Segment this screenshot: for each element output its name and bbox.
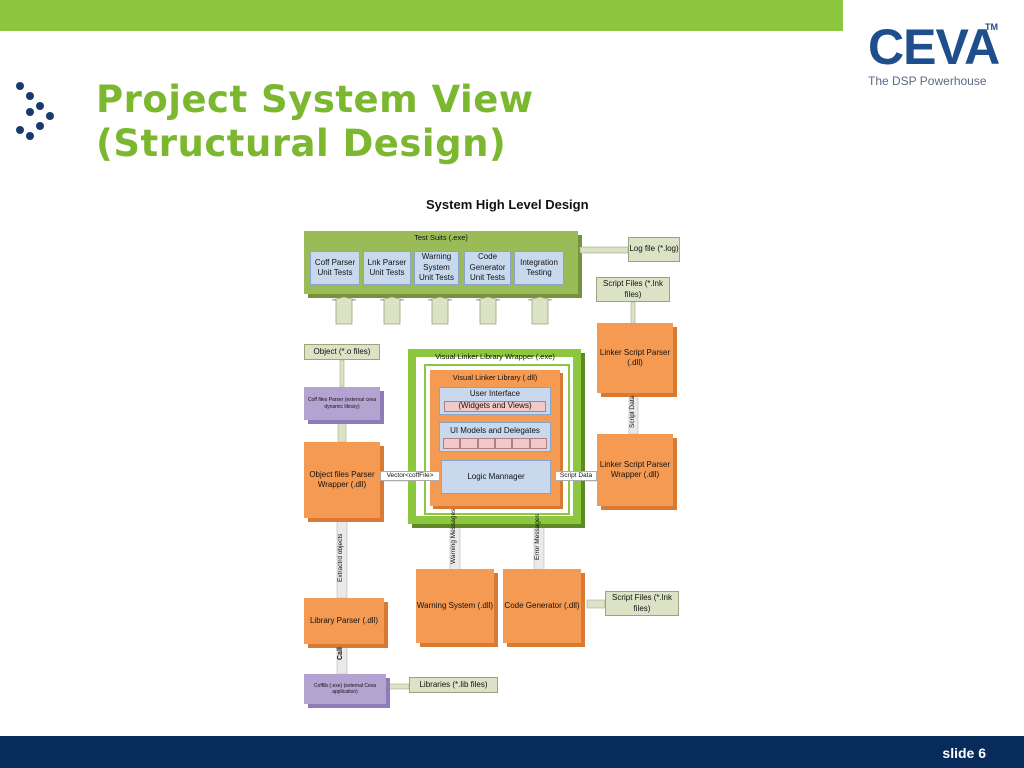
ui-models-box: UI Models and Delegates bbox=[439, 422, 551, 452]
libraries-box: Libraries (*.lib files) bbox=[409, 677, 498, 693]
title-line-2: (Structural Design) bbox=[96, 122, 507, 165]
arrow-to-log-file bbox=[579, 246, 629, 254]
script-files-bottom-box: Script Files (*.lnk files) bbox=[605, 591, 679, 616]
linker-script-parser-box: Linker Script Parser (.dll) bbox=[597, 323, 673, 393]
test-suits-container: Test Suits (.exe) Coff Parser Unit Tests… bbox=[304, 231, 578, 294]
user-interface-label: User Interface bbox=[469, 389, 521, 399]
logo-tagline: The DSP Powerhouse bbox=[868, 74, 987, 88]
logic-manager-box: Logic Mannager bbox=[441, 460, 551, 494]
up-arrows bbox=[331, 296, 553, 325]
logo-trademark: TM bbox=[985, 22, 998, 32]
code-generator-box: Code Generator (.dll) bbox=[503, 569, 581, 643]
call-label: Call bbox=[337, 647, 344, 660]
test-suits-label: Test Suits (.exe) bbox=[414, 232, 468, 242]
title-line-1: Project System View bbox=[96, 78, 534, 121]
coff-parser-tests-box: Coff Parser Unit Tests bbox=[310, 251, 360, 285]
object-files-parser-wrapper-box: Object files Parser Wrapper (.dll) bbox=[304, 442, 380, 518]
cofflib-box: Cofflib (.exe) (external Ceva applicatio… bbox=[304, 674, 386, 704]
slide-number: slide 6 bbox=[942, 745, 986, 761]
vector-label: Vector<coffFile> bbox=[380, 471, 440, 481]
error-messages-label: Error Messages bbox=[534, 514, 541, 560]
visual-linker-wrapper-label: Visual Linker Library Wrapper (.exe) bbox=[435, 351, 555, 361]
script-files-top-box: Script Files (*.lnk files) bbox=[596, 277, 670, 302]
ui-models-label: UI Models and Delegates bbox=[450, 426, 540, 436]
coff-files-parser-box: Coff files Parser (external ceva dynamic… bbox=[304, 387, 380, 420]
library-parser-box: Library Parser (.dll) bbox=[304, 598, 384, 644]
warning-system-box: Warning System (.dll) bbox=[416, 569, 494, 643]
script-data-horizontal-label: Script Data bbox=[555, 471, 597, 481]
log-file-box: Log file (*.log) bbox=[628, 237, 680, 262]
code-generator-tests-box: Code Generator Unit Tests bbox=[464, 251, 511, 285]
footer-bar bbox=[0, 736, 1024, 768]
object-files-box: Object (*.o files) bbox=[304, 344, 380, 360]
lnk-parser-tests-box: Lnk Parser Unit Tests bbox=[363, 251, 411, 285]
linker-script-parser-wrapper-box: Linker Script Parser Wrapper (.dll) bbox=[597, 434, 673, 506]
warning-messages-label: Warning Messages bbox=[450, 508, 457, 564]
page-title: Project System View (Structural Design) bbox=[96, 78, 534, 166]
extracted-objects-label: Extractrd objects bbox=[337, 533, 344, 582]
script-data-vertical-label: Script Data bbox=[629, 395, 636, 428]
logo-wordmark: CEVA bbox=[868, 19, 1000, 75]
integration-testing-box: Integration Testing bbox=[514, 251, 564, 285]
warning-system-tests-box: Warning System Unit Tests bbox=[414, 251, 459, 285]
ceva-logo: CEVA TM The DSP Powerhouse bbox=[868, 19, 1000, 88]
top-accent-bar bbox=[0, 0, 843, 31]
visual-linker-library-label: Visual Linker Library (.dll) bbox=[452, 372, 538, 382]
diagram-title: System High Level Design bbox=[426, 197, 589, 212]
widgets-views-label: (Widgets and Views) bbox=[444, 401, 546, 412]
user-interface-box: User Interface (Widgets and Views) bbox=[439, 387, 551, 415]
chevron-dots-icon bbox=[14, 80, 54, 144]
